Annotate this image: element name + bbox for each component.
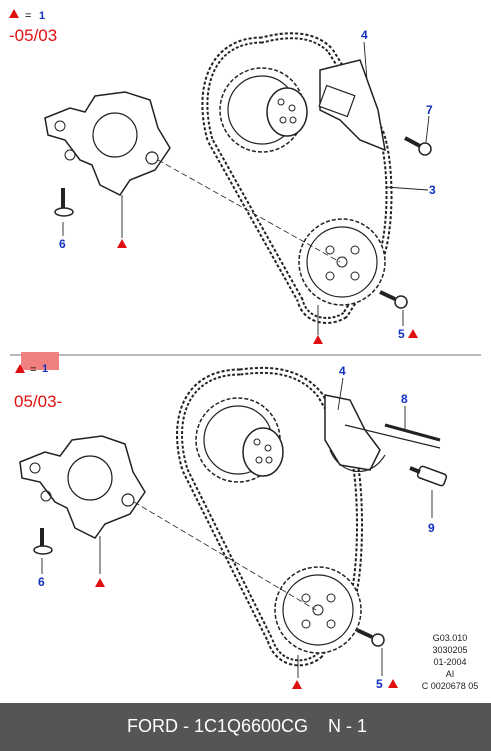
marker-triangle-icon xyxy=(95,578,105,587)
pump-bolt-6-bottom xyxy=(33,528,53,555)
pin-8 xyxy=(384,423,441,442)
date-range-bottom: 05/03- xyxy=(14,392,63,411)
ref-line: G03.010 xyxy=(432,633,468,643)
chain-tensioner-top xyxy=(319,59,386,152)
pump-bolt-6-top xyxy=(54,188,74,217)
marker-triangle-icon xyxy=(313,335,323,344)
legend-marker-icon-top xyxy=(9,9,19,18)
footer-page-label: N - 1 xyxy=(328,716,368,736)
plunger-9 xyxy=(409,465,448,487)
footer-part-label: FORD - 1C1Q6600CG xyxy=(127,716,309,736)
legend-value-bottom: 1 xyxy=(42,363,49,375)
ref-line: 01-2004 xyxy=(433,657,467,667)
callout-4-top: 4 xyxy=(361,28,368,42)
callout-6-top: 6 xyxy=(59,237,66,251)
chain-tensioner-bottom xyxy=(324,394,381,471)
marker-triangle-icon xyxy=(292,680,302,689)
bolt-5-bottom xyxy=(356,628,385,647)
date-range-top: -05/03 xyxy=(9,26,58,45)
footer-bar: FORD - 1C1Q6600CG N - 1 xyxy=(0,703,491,751)
ref-line: AI xyxy=(445,669,455,679)
callout-8-bottom: 8 xyxy=(401,392,408,406)
callout-5-bottom: 5 xyxy=(376,677,383,691)
callout-6-bottom: 6 xyxy=(38,575,45,589)
highlight-box xyxy=(21,352,59,370)
bolt-5-top xyxy=(379,290,408,309)
marker-triangle-icon xyxy=(388,679,398,688)
legend-marker-icon-bottom xyxy=(15,364,25,373)
marker-triangle-icon xyxy=(408,329,418,338)
callout-5-top: 5 xyxy=(398,327,405,341)
callout-9-bottom: 9 xyxy=(428,521,435,535)
callout-4-bottom: 4 xyxy=(339,364,346,378)
bolt-7-top xyxy=(404,136,432,156)
callout-7-top: 7 xyxy=(426,103,433,117)
oil-pump-bottom xyxy=(19,435,146,539)
marker-triangle-icon xyxy=(117,239,127,248)
legend-equals-top: = xyxy=(25,10,32,22)
timing-chain-illustration xyxy=(10,32,481,678)
legend-equals-bottom: = xyxy=(30,364,37,376)
ref-line: 3030205 xyxy=(432,645,468,655)
bottom-diagram xyxy=(19,366,448,678)
legend-value-top: 1 xyxy=(39,10,46,22)
reference-block: G03.010 3030205 01-2004 AI C 0020678 05 xyxy=(415,632,485,692)
oil-pump-top xyxy=(44,91,171,196)
top-diagram xyxy=(44,32,432,335)
ref-line: C 0020678 05 xyxy=(421,681,479,691)
callout-3-top: 3 xyxy=(429,183,436,197)
